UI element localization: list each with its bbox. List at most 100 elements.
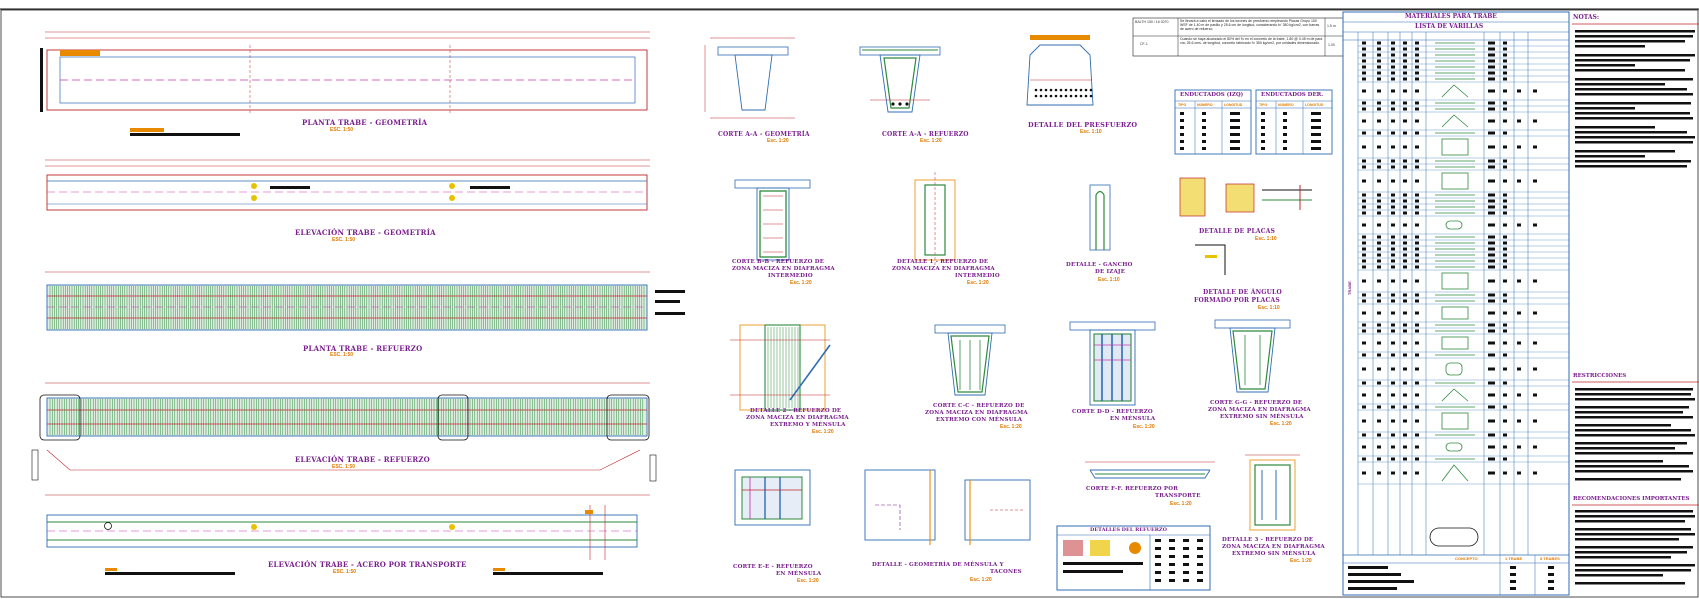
materiales-title: MATERIALES PARA TRABE [1405, 13, 1497, 20]
corte-ee-scale: Esc. 1:20 [797, 578, 819, 584]
corte-cc-line2: ZONA MACIZA EN DIAFRAGMA [925, 410, 1028, 416]
detalle2-line3: EXTREMO Y MÉNSULA [770, 422, 846, 428]
corte-dd-line1: CORTE D-D - REFUERZO [1072, 409, 1153, 415]
der-col-longitud: LONGITUD [1305, 103, 1324, 107]
detalle1-line2: ZONA MACIZA EN DIAFRAGMA [892, 266, 995, 272]
mensula-scale: Esc. 1:20 [970, 577, 992, 583]
detalles-refuerzo-title: DETALLES DEL REFUERZO [1090, 527, 1167, 533]
detalle-3-drawing [1245, 454, 1300, 531]
enductados-der-table [1255, 89, 1333, 155]
izq-col-numero: NÚMERO [1197, 103, 1213, 107]
header-row2-text: Cuando se haya alcanzado el 80% del f'c … [1180, 37, 1323, 45]
gancho-line1: DETALLE - GANCHO [1066, 262, 1133, 268]
notes-column [1572, 23, 1699, 585]
detalle3-line3: EXTREMO SIN MÉNSULA [1232, 551, 1316, 557]
planta-geometria-drawing [40, 31, 650, 136]
corte-ff-line1: CORTE F-F. REFUERZO POR [1086, 486, 1179, 492]
presfuerzo-title: DETALLE DEL PRESFUERZO [1028, 121, 1138, 129]
materiales-footer-1trabe: 1 TRABE [1505, 556, 1523, 561]
corte-gg-drawing [1214, 319, 1291, 393]
izq-col-tipo: TIPO [1178, 103, 1187, 107]
corte-aa-ref-title: CORTE A-A - REFUERZO [882, 131, 969, 138]
detalle2-line2: ZONA MACIZA EN DIAFRAGMA [746, 415, 849, 421]
angulo-scale: Esc. 1:10 [1258, 305, 1280, 311]
gancho-scale: Esc. 1:10 [1098, 277, 1120, 283]
elevacion-refuerzo-scale: ESC. 1:50 [332, 464, 356, 470]
mensula-line1: DETALLE - GEOMETRÍA DE MÉNSULA Y [872, 562, 1004, 568]
header-table [1132, 17, 1344, 57]
recomendaciones-title: RECOMENDACIONES IMPORTANTES [1573, 496, 1690, 502]
corte-cc-drawing [934, 324, 1006, 396]
corte-aa-refuerzo-drawing [859, 46, 941, 113]
elevacion-acero-scale: ESC. 1:50 [333, 569, 357, 575]
header-row2-code: CF-1 [1140, 42, 1148, 46]
der-col-numero: NÚMERO [1278, 103, 1294, 107]
der-col-tipo: TIPO [1259, 103, 1268, 107]
corte-bb-drawing [734, 179, 811, 261]
planta-refuerzo-drawing [45, 271, 685, 331]
detalles-refuerzo-table [1056, 525, 1211, 591]
enductados-izq-title: ENDUCTADOS (IZQ) [1180, 92, 1244, 98]
corte-ee-line2: EN MÉNSULA [776, 571, 822, 577]
corte-bb-scale: Esc. 1:20 [790, 280, 812, 286]
placas-title: DETALLE DE PLACAS [1199, 228, 1276, 235]
corte-aa-geom-title: CORTE A-A - GEOMETRÍA [718, 131, 810, 138]
corte-ff-scale: Esc. 1:20 [1170, 501, 1192, 507]
corte-gg-line1: CORTE G-G - REFUERZO DE [1210, 400, 1303, 406]
corte-dd-line2: EN MÉNSULA [1110, 416, 1156, 422]
mensula-drawing [864, 469, 1031, 545]
header-row1-val: 1.5 m [1327, 24, 1336, 28]
detalle3-line2: ZONA MACIZA EN DIAFRAGMA [1222, 544, 1325, 550]
corte-gg-line2: ZONA MACIZA EN DIAFRAGMA [1208, 407, 1311, 413]
gancho-line2: DE IZAJE [1095, 269, 1126, 275]
detalle-1-drawing [914, 172, 956, 265]
corte-aa-geometria-drawing [704, 37, 795, 119]
corte-cc-scale: Esc. 1:20 [1000, 424, 1022, 430]
elevacion-refuerzo-title: ELEVACIÓN TRABE - REFUERZO [295, 455, 430, 464]
corte-bb-line3: INTERMEDIO [768, 273, 813, 279]
detalle3-scale: Esc. 1:20 [1290, 558, 1312, 564]
corte-ee-line1: CORTE E-E - REFUERZO [733, 564, 813, 570]
restricciones-title: RESTRICCIONES [1573, 373, 1627, 379]
corte-dd-scale: Esc. 1:20 [1133, 424, 1155, 430]
notas-title: NOTAS: [1573, 14, 1600, 21]
detalle2-line1: DETALLE 2 - REFUERZO DE [750, 408, 842, 414]
gancho-drawing [1089, 184, 1111, 251]
planta-geometria-title: PLANTA TRABE - GEOMETRÍA [302, 118, 428, 127]
detalle2-scale: Esc. 1:20 [812, 429, 834, 435]
detalle-2-drawing [730, 324, 831, 411]
planta-geometria-scale: ESC. 1:50 [330, 127, 354, 133]
elevacion-geometria-title: ELEVACIÓN TRABE - GEOMETRÍA [295, 228, 436, 237]
enductados-izq-table [1174, 89, 1252, 155]
angulo-drawing [1195, 244, 1226, 275]
angulo-line1: DETALLE DE ÁNGULO [1203, 289, 1282, 296]
placas-drawing [1179, 177, 1312, 217]
detalle1-line3: INTERMEDIO [955, 273, 1000, 279]
header-row2-val: 1.00 [1328, 43, 1335, 47]
corte-gg-scale: Esc. 1:20 [1270, 421, 1292, 427]
elevacion-acero-drawing [45, 494, 650, 575]
corte-bb-line2: ZONA MACIZA EN DIAFRAGMA [732, 266, 835, 272]
materiales-footer-5trabes: 5 TRABES [1540, 556, 1560, 561]
planta-refuerzo-title: PLANTA TRABE - REFUERZO [303, 344, 423, 353]
corte-gg-line3: EXTREMO SIN MÉNSULA [1220, 414, 1304, 420]
corte-aa-ref-scale: Esc. 1:20 [920, 138, 942, 144]
elevacion-refuerzo-drawing [31, 382, 657, 482]
planta-refuerzo-scale: ESC. 1:50 [330, 352, 354, 358]
lista-varillas-title: LISTA DE VARILLAS [1415, 23, 1484, 30]
corte-cc-line1: CORTE C-C - REFUERZO DE [933, 403, 1025, 409]
corte-dd-drawing [1069, 321, 1156, 406]
presfuerzo-drawing [1026, 35, 1094, 106]
angulo-line2: FORMADO POR PLACAS [1194, 297, 1280, 304]
elevacion-acero-title: ELEVACIÓN TRABE - ACERO POR TRANSPORTE [268, 560, 467, 569]
izq-col-longitud: LONGITUD [1224, 103, 1243, 107]
corte-cc-line3: EXTREMO CON MÉNSULA [936, 417, 1023, 423]
header-row1-text: Se llevará a cabo el tensado de los toro… [1180, 19, 1320, 31]
corte-aa-geom-scale: Esc. 1:20 [767, 138, 789, 144]
mensula-line2: TACONES [990, 569, 1022, 575]
corte-bb-line1: CORTE B-B - REFUERZO DE [732, 259, 825, 265]
detalle3-line1: DETALLE 3 - REFUERZO DE [1222, 537, 1314, 543]
sheet-border [0, 9, 1699, 598]
corte-ee-drawing [734, 469, 811, 526]
placas-scale: Esc. 1:10 [1255, 236, 1277, 242]
